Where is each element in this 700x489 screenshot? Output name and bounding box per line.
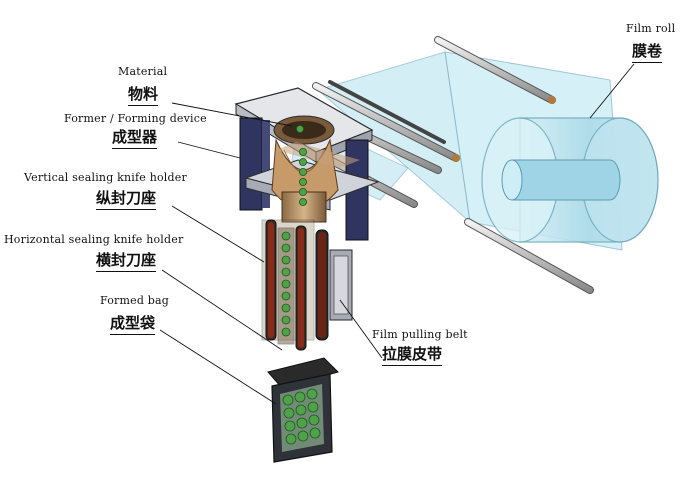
former-label-en: Former / Forming device bbox=[64, 112, 207, 125]
vertical-sealing-assembly bbox=[261, 219, 353, 351]
formed-bag-label-en: Formed bag bbox=[100, 294, 170, 307]
leader-film-roll bbox=[589, 63, 635, 119]
leader-formed-bag bbox=[159, 329, 277, 405]
vertical-sealer-label-zh: 纵封刀座 bbox=[96, 187, 157, 210]
horizontal-sealer-label-zh: 横封刀座 bbox=[96, 249, 157, 272]
former-label-zh: 成型器 bbox=[112, 126, 158, 149]
leader-horizontal-sealer bbox=[161, 269, 283, 351]
vertical-sealer-label-en: Vertical sealing knife holder bbox=[24, 171, 187, 184]
leader-material bbox=[171, 102, 293, 127]
leader-lines bbox=[159, 63, 635, 405]
pulling-belt-label-zh: 拉膜皮带 bbox=[382, 343, 443, 366]
formed-bag bbox=[267, 357, 339, 463]
leader-pulling-belt bbox=[339, 299, 383, 359]
film-roll bbox=[481, 117, 659, 243]
formed-bag-label-zh: 成型袋 bbox=[110, 312, 156, 335]
material-label-en: Material bbox=[118, 65, 168, 78]
leader-former bbox=[177, 141, 241, 159]
film-roll-label-zh: 膜卷 bbox=[632, 40, 663, 63]
leader-vertical-sealer bbox=[171, 205, 265, 263]
film-rollers bbox=[288, 36, 594, 294]
pulling-belt-label-en: Film pulling belt bbox=[372, 328, 468, 341]
film-roll-label-en: Film roll bbox=[626, 22, 676, 35]
product-column bbox=[298, 147, 307, 206]
material-label-zh: 物料 bbox=[128, 83, 159, 106]
horizontal-sealer-label-en: Horizontal sealing knife holder bbox=[4, 233, 184, 246]
